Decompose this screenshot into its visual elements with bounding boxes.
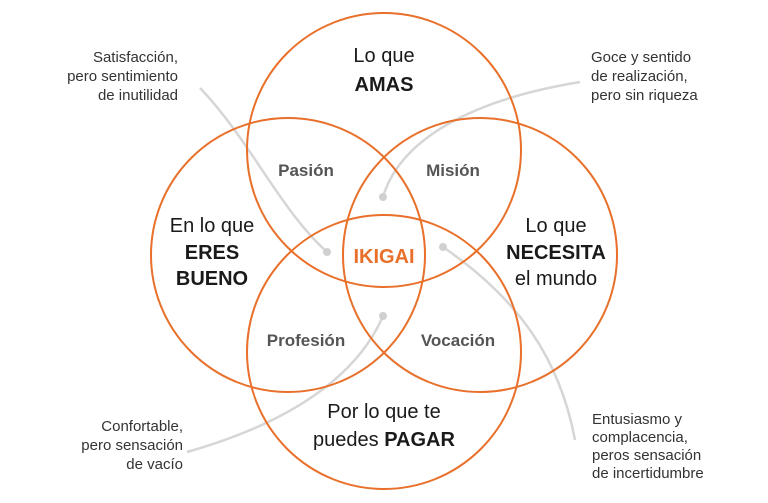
mission-label: Misión <box>426 161 480 180</box>
good-at-label-line1: En lo que <box>170 215 255 237</box>
connector-dot <box>439 243 447 251</box>
note-top-left-1: Satisfacción, <box>93 49 178 66</box>
paid-label-line2: puedes PAGAR <box>313 429 455 451</box>
note-bottom-right-3: peros sensación <box>592 447 701 464</box>
circle-good-at <box>150 117 426 393</box>
connector-dot <box>323 248 331 256</box>
note-bottom-left-1: Confortable, <box>101 418 183 435</box>
ikigai-label: IKIGAI <box>353 246 414 268</box>
circle-love <box>246 12 522 288</box>
note-top-right-2: de realización, <box>591 68 688 85</box>
paid-label-line1: Por lo que te <box>327 401 440 423</box>
note-top-right-1: Goce y sentido <box>591 49 691 66</box>
note-bottom-right-2: complacencia, <box>592 429 688 446</box>
connector-goce <box>381 80 581 198</box>
note-bottom-left-2: pero sensación <box>81 437 183 454</box>
note-bottom-left-3: de vacío <box>126 456 183 473</box>
connector-entusiasmo <box>442 245 577 441</box>
note-top-left-2: pero sentimiento <box>67 68 178 85</box>
circle-world-needs <box>342 117 618 393</box>
note-top-left-3: de inutilidad <box>98 87 178 104</box>
note-bottom-right-1: Entusiasmo y <box>592 411 683 428</box>
needs-label-line1: Lo que <box>525 215 586 237</box>
love-label-line2: AMAS <box>355 74 414 96</box>
note-bottom-right-4: de incertidumbre <box>592 465 704 482</box>
connector-dot <box>379 193 387 201</box>
passion-label: Pasión <box>278 161 334 180</box>
vocation-label: Vocación <box>421 331 495 350</box>
connector-dot <box>379 312 387 320</box>
good-at-label-line2: ERES <box>185 242 239 264</box>
needs-label-line3: el mundo <box>515 268 597 290</box>
good-at-label-line3: BUENO <box>176 268 248 290</box>
love-label-line1: Lo que <box>353 45 414 67</box>
note-top-right-3: pero sin riqueza <box>591 87 698 104</box>
needs-label-line2: NECESITA <box>506 242 606 264</box>
profession-label: Profesión <box>267 331 345 350</box>
connector-confortable <box>186 315 385 454</box>
circle-paid-for <box>246 214 522 490</box>
